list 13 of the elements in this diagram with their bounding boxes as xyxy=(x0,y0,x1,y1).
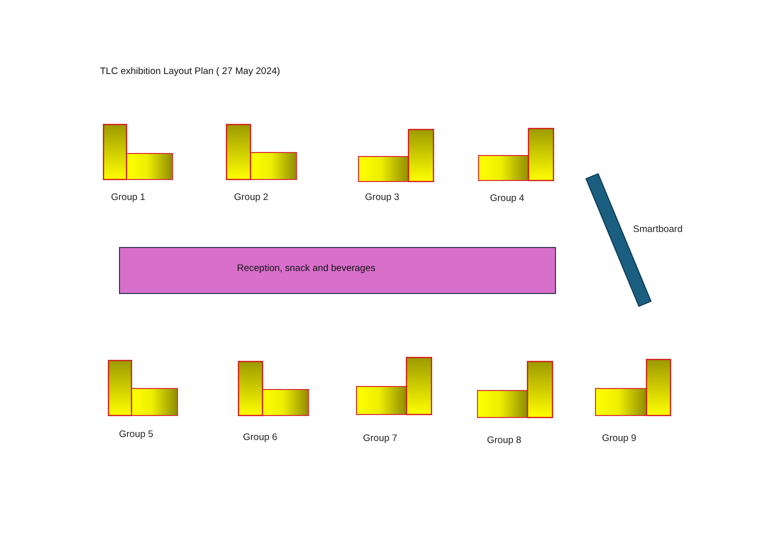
group-label: Group 9 xyxy=(602,433,636,444)
group-label: Group 2 xyxy=(234,192,268,203)
group-label: Group 8 xyxy=(487,435,522,446)
area-label: Reception, snack and beverages xyxy=(237,263,376,274)
smartboard-label: Smartboard xyxy=(633,224,683,235)
group-label: Group 3 xyxy=(365,192,400,203)
group-label: Group 7 xyxy=(363,433,398,444)
group-label: Group 6 xyxy=(243,432,278,443)
group-label: Group 4 xyxy=(490,193,524,204)
plan-title: TLC exhibition Layout Plan ( 27 May 2024) xyxy=(100,66,280,77)
group-label: Group 1 xyxy=(111,192,146,203)
reception-area xyxy=(119,247,556,294)
group-label: Group 5 xyxy=(119,429,154,440)
